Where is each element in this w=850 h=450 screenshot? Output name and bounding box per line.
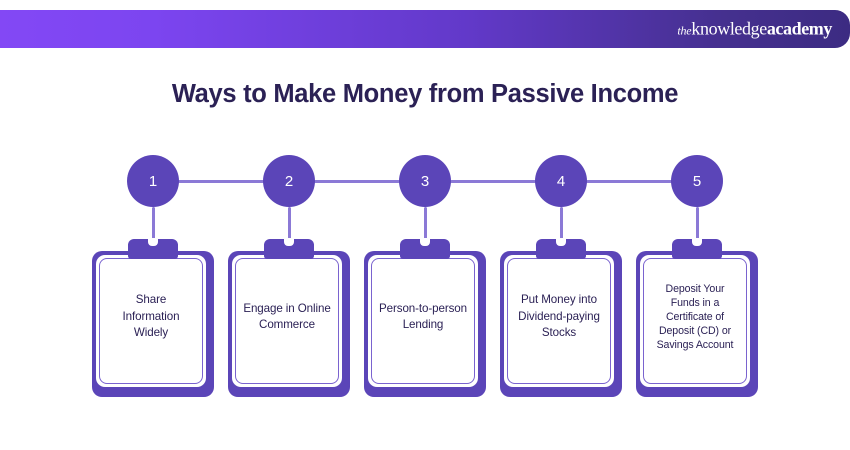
- step-circle-3[interactable]: 3: [399, 155, 451, 207]
- drop-connector-4: [559, 207, 563, 244]
- page-title: Ways to Make Money from Passive Income: [171, 80, 679, 108]
- clip-notch-3: [420, 238, 430, 246]
- clip-notch-4: [556, 238, 566, 246]
- rail-connector-4-5: [586, 180, 672, 183]
- step-rail: 1 2 3 4 5: [0, 155, 850, 210]
- clip-notch-2: [284, 238, 294, 246]
- drop-connector-3: [423, 207, 427, 244]
- clipboard-card-4[interactable]: Put Money into Dividend-paying Stocks: [500, 238, 622, 397]
- clipboard-paper-4: Put Money into Dividend-paying Stocks: [507, 258, 611, 384]
- brand-knowledge: knowledge: [691, 18, 767, 39]
- rail-connector-2-3: [314, 180, 400, 183]
- clipboard-card-2[interactable]: Engage in Online Commerce: [228, 238, 350, 397]
- clipboard-clip-icon-2: [264, 238, 314, 259]
- brand-logo: theknowledgeacademy: [677, 20, 832, 39]
- card-label-4: Put Money into Dividend-paying Stocks: [518, 293, 600, 340]
- clipboard-clip-icon-5: [672, 238, 722, 259]
- clipboard-paper-2: Engage in Online Commerce: [235, 258, 339, 384]
- drop-connector-5: [695, 207, 699, 244]
- drop-connector-2: [287, 207, 291, 244]
- card-label-5: Deposit Your Funds in a Certificate of D…: [656, 282, 734, 352]
- brand-academy: academy: [766, 18, 833, 39]
- step-circle-1[interactable]: 1: [127, 155, 179, 207]
- step-circle-4[interactable]: 4: [535, 155, 587, 207]
- clipboard-clip-icon-3: [400, 238, 450, 259]
- clip-notch-5: [692, 238, 702, 246]
- clipboard-card-5[interactable]: Deposit Your Funds in a Certificate of D…: [636, 238, 758, 397]
- header-bar: theknowledgeacademy: [0, 10, 850, 48]
- step-number-1: 1: [148, 172, 158, 190]
- drop-connector-1: [151, 207, 155, 244]
- brand-the: the: [677, 23, 692, 38]
- card-label-2: Engage in Online Commerce: [243, 301, 331, 331]
- card-label-3: Person-to-person Lending: [379, 301, 467, 331]
- clipboard-card-3[interactable]: Person-to-person Lending: [364, 238, 486, 397]
- step-circle-2[interactable]: 2: [263, 155, 315, 207]
- card-label-1: Share Information Widely: [122, 293, 180, 340]
- step-number-2: 2: [284, 172, 294, 190]
- clipboard-paper-1: Share Information Widely: [99, 258, 203, 384]
- step-number-4: 4: [556, 172, 566, 190]
- clip-notch-1: [148, 238, 158, 246]
- rail-connector-1-2: [178, 180, 264, 183]
- clipboard-clip-icon-4: [536, 238, 586, 259]
- clipboard-paper-3: Person-to-person Lending: [371, 258, 475, 384]
- rail-connector-3-4: [450, 180, 536, 183]
- clipboard-clip-icon-1: [128, 238, 178, 259]
- clipboard-paper-5: Deposit Your Funds in a Certificate of D…: [643, 258, 747, 384]
- step-number-3: 3: [420, 172, 430, 190]
- step-circle-5[interactable]: 5: [671, 155, 723, 207]
- clipboard-card-1[interactable]: Share Information Widely: [92, 238, 214, 397]
- step-number-5: 5: [692, 172, 702, 190]
